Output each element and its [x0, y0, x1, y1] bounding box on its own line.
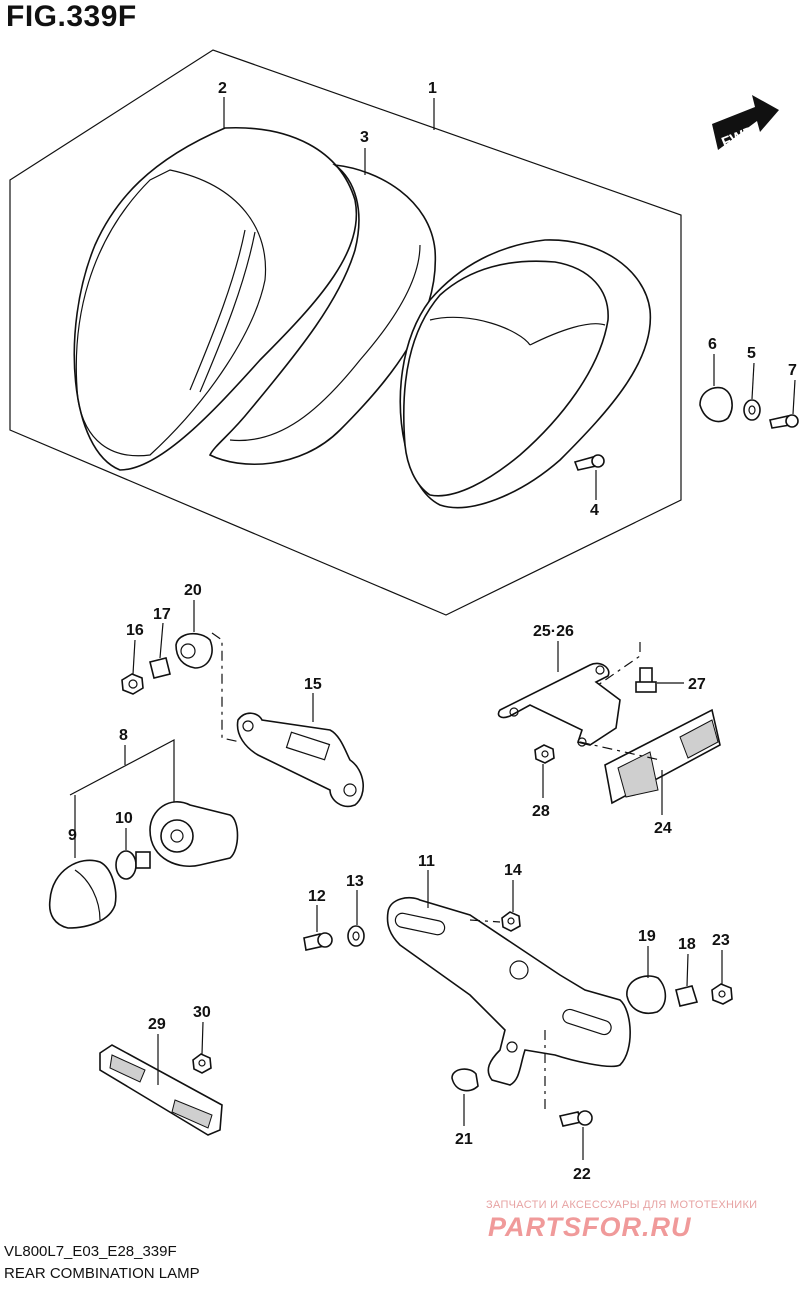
part-24-reflector — [579, 708, 721, 815]
part-17-collar — [149, 622, 171, 679]
callout-24: 24 — [654, 820, 672, 837]
figure-code: VL800L7_E03_E28_339F — [4, 1243, 177, 1260]
callout-10: 10 — [115, 810, 133, 827]
part-28-nut — [534, 744, 555, 798]
callout-5: 5 — [747, 345, 756, 362]
callout-29: 29 — [148, 1016, 166, 1033]
callout-23: 23 — [712, 932, 730, 949]
part-27-bolt — [635, 667, 684, 693]
callout-14: 14 — [504, 862, 522, 879]
figure-caption: REAR COMBINATION LAMP — [4, 1265, 200, 1282]
figure-title: FIG.339F — [6, 0, 137, 33]
part-19-grommet — [626, 946, 667, 1014]
part-13-washer — [347, 890, 365, 947]
callout-25-26: 25·26 — [533, 623, 574, 640]
callout-19: 19 — [638, 928, 656, 945]
part-2-lamp-bezel — [73, 126, 358, 471]
part-16-nut — [121, 639, 144, 695]
callout-6: 6 — [708, 336, 717, 353]
part-12-bolt — [303, 905, 333, 951]
watermark-site[interactable]: PARTSFOR.RU — [488, 1212, 692, 1242]
callout-11: 11 — [418, 853, 435, 870]
callout-30: 30 — [193, 1004, 211, 1021]
callout-1: 1 — [428, 80, 437, 97]
callout-27: 27 — [688, 676, 706, 693]
callout-21: 21 — [455, 1131, 473, 1148]
part-22-bolt — [544, 1030, 593, 1160]
callout-3: 3 — [360, 129, 369, 146]
part-20-grommet — [175, 600, 213, 669]
callout-8: 8 — [119, 727, 128, 744]
part-9-lens — [48, 795, 117, 929]
callout-7: 7 — [788, 362, 797, 379]
callout-4: 4 — [590, 502, 599, 519]
callout-22: 22 — [573, 1166, 591, 1183]
part-4-screw — [573, 454, 605, 500]
callout-2: 2 — [218, 80, 227, 97]
part-18-collar — [675, 953, 699, 1007]
callout-15: 15 — [304, 676, 322, 693]
part-8-socket — [69, 739, 239, 867]
assembly-frame — [9, 49, 682, 616]
part-1-lamp-lens — [399, 239, 652, 509]
part-7-screw — [769, 379, 799, 429]
callout-18: 18 — [678, 936, 696, 953]
part-3-gasket — [208, 163, 437, 466]
callout-20: 20 — [184, 582, 202, 599]
callout-17: 17 — [153, 606, 171, 623]
part-10-bulb — [115, 828, 151, 880]
watermark-tagline: ЗАПЧАСТИ И АКСЕССУАРЫ ДЛЯ МОТОТЕХНИКИ — [486, 1199, 758, 1211]
part-29-side-reflector — [99, 1034, 223, 1136]
fwd-arrow-icon: FWD — [712, 95, 779, 152]
part-6-grommet — [699, 354, 733, 423]
part-14-nut — [469, 880, 521, 932]
part-5-washer — [743, 362, 761, 421]
part-25-26-bracket — [497, 641, 641, 747]
callout-12: 12 — [308, 888, 326, 905]
callout-9: 9 — [68, 827, 77, 844]
part-21-collar — [451, 1068, 479, 1126]
part-11-license-bracket — [386, 870, 631, 1086]
part-15-bracket — [211, 632, 364, 808]
part-23-nut — [711, 950, 733, 1005]
part-30-nut — [192, 1021, 212, 1074]
callout-13: 13 — [346, 873, 364, 890]
callout-16: 16 — [126, 622, 144, 639]
callout-28: 28 — [532, 803, 550, 820]
